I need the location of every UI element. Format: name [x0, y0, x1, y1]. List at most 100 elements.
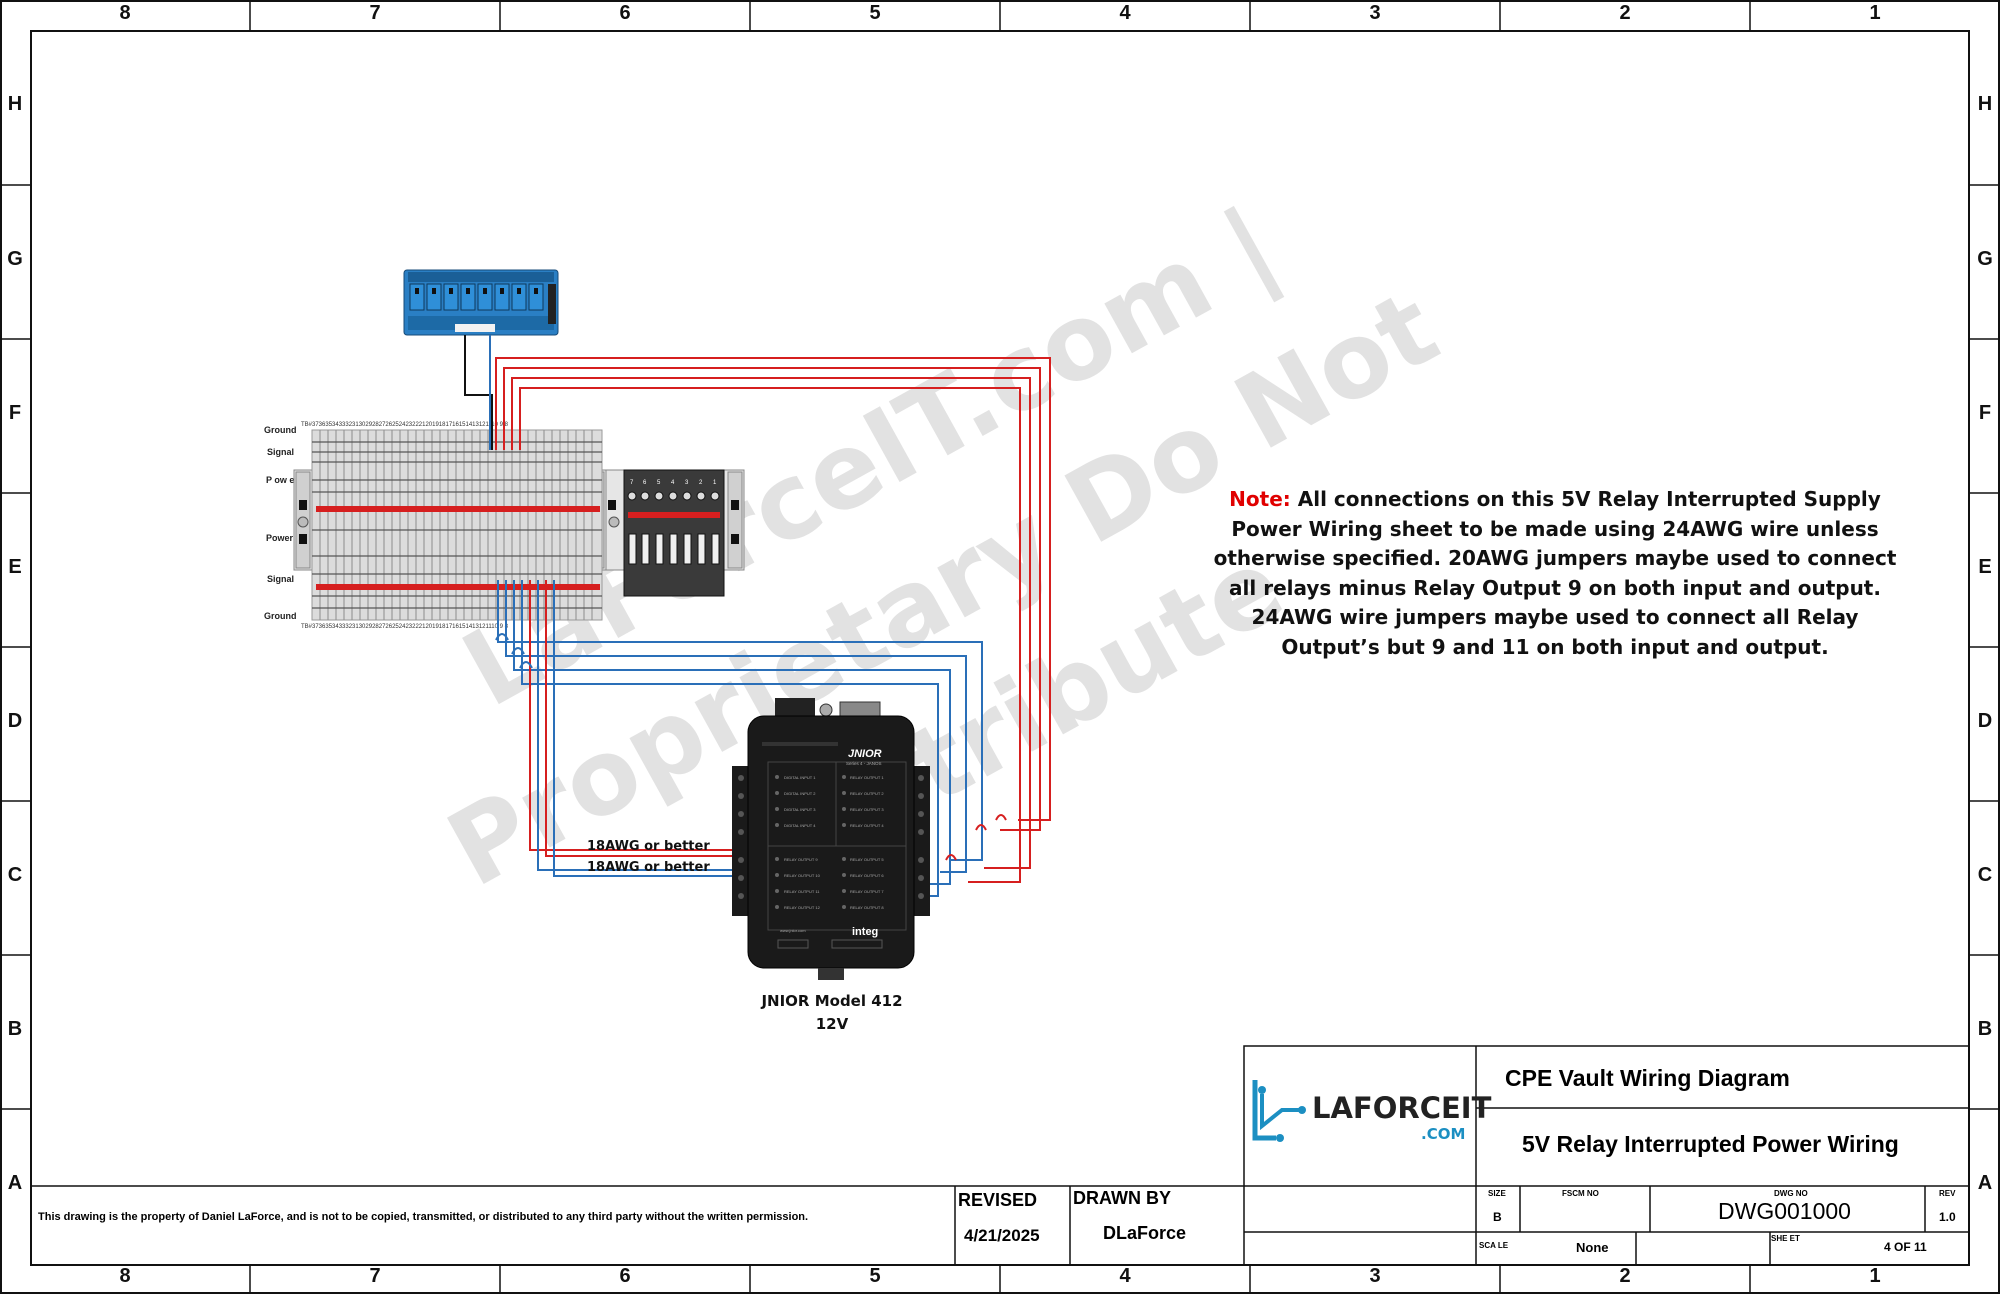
wire-label-2: 18AWG or better	[587, 860, 710, 875]
col-label-bottom: 2	[1619, 1265, 1630, 1287]
jnior-relay-out-4: RELAY OUTPUT 4	[850, 823, 884, 828]
col-label-top: 2	[1619, 2, 1630, 24]
jnior-relay-out-11: RELAY OUTPUT 11	[784, 889, 820, 894]
row-label-left: E	[8, 556, 21, 578]
size-label: SIZE	[1488, 1189, 1506, 1198]
fuse-num: 6	[643, 480, 647, 486]
fuse-block: 7 6 5 4 3 2 1	[605, 469, 745, 597]
row-label-left: A	[8, 1172, 22, 1194]
rev-label: REV	[1939, 1189, 1956, 1198]
jnior-url: www.jnior.com	[780, 928, 806, 933]
col-label-top: 6	[619, 2, 630, 24]
col-label-top: 5	[869, 2, 880, 24]
jnior-digital-input-1: DIGITAL INPUT 1	[784, 775, 816, 780]
row-label-left: C	[8, 864, 22, 886]
row-label-right: B	[1978, 1018, 1992, 1040]
dwg-no: DWG001000	[1718, 1198, 1851, 1224]
col-label-bottom: 6	[619, 1265, 630, 1287]
col-label-bottom: 5	[869, 1265, 880, 1287]
sheet-label: SHE ET	[1771, 1234, 1800, 1243]
tb-numbers-top: TB#3736353433323130292827262524232221201…	[301, 422, 509, 428]
wiring-note: Note: All connections on this 5V Relay I…	[1200, 485, 1910, 662]
jnior-series: Series 4 - JANOS	[846, 761, 882, 766]
tb-label-power-bottom: Power	[266, 533, 294, 543]
terminal-block: Ground Signal P ow er Power Signal Groun…	[264, 422, 607, 630]
jnior-maker: integ	[852, 926, 878, 938]
size-value: B	[1493, 1210, 1502, 1224]
jnior-caption-voltage: 12V	[816, 1015, 849, 1033]
fuse-num: 7	[630, 480, 634, 486]
col-label-bottom: 3	[1369, 1265, 1380, 1287]
logo-text: LAFORCEIT	[1312, 1091, 1492, 1125]
drawing-subtitle: 5V Relay Interrupted Power Wiring	[1522, 1131, 1899, 1157]
wiring	[464, 335, 1051, 897]
jnior-relay-out-5: RELAY OUTPUT 5	[850, 857, 884, 862]
jnior-digital-input-3: DIGITAL INPUT 3	[784, 807, 816, 812]
disclaimer-text: This drawing is the property of Daniel L…	[38, 1211, 808, 1223]
row-label-right: G	[1977, 248, 1993, 270]
note-text: All connections on this 5V Relay Interru…	[1213, 487, 1897, 659]
col-label-bottom: 7	[369, 1265, 380, 1287]
fuse-num: 3	[685, 480, 689, 486]
row-label-right: C	[1978, 864, 1992, 886]
col-label-bottom: 1	[1869, 1265, 1880, 1287]
col-label-bottom: 8	[119, 1265, 130, 1287]
row-label-left: H	[8, 93, 22, 115]
fuse-num: 2	[699, 480, 703, 486]
row-label-left: B	[8, 1018, 22, 1040]
jnior-relay-out-8: RELAY OUTPUT 8	[850, 905, 884, 910]
row-label-left: D	[8, 710, 22, 732]
jnior-controller: JNIOR Series 4 - JANOS DIGITAL INPUT 1 D…	[732, 698, 1007, 980]
disclaimer-line: This drawing is the property of Daniel L…	[38, 1211, 808, 1223]
jnior-relay-out-6: RELAY OUTPUT 6	[850, 873, 884, 878]
dwg-no-label: DWG NO	[1774, 1189, 1808, 1198]
tb-numbers-bottom: TB#3736353433323130292827262524232221201…	[301, 624, 509, 630]
scale-label: SCA LE	[1479, 1241, 1509, 1250]
jnior-digital-input-4: DIGITAL INPUT 4	[784, 823, 816, 828]
logo-sub: .COM	[1421, 1125, 1465, 1143]
row-label-right: F	[1979, 402, 1991, 424]
tb-label-signal-bottom: Signal	[267, 574, 294, 584]
fuse-num: 5	[657, 480, 661, 486]
tb-label-signal-top: Signal	[267, 447, 294, 457]
revised-date: 4/21/2025	[964, 1226, 1040, 1245]
relay-board	[403, 269, 559, 336]
col-label-top: 1	[1869, 2, 1880, 24]
col-label-top: 4	[1119, 2, 1131, 24]
jnior-relay-out-10: RELAY OUTPUT 10	[784, 873, 821, 878]
drawing-title: CPE Vault Wiring Diagram	[1505, 1065, 1790, 1091]
revised-label: REVISED	[958, 1190, 1037, 1210]
laforceit-logo: LAFORCEIT .COM	[1252, 1080, 1492, 1143]
title-block	[31, 1045, 1970, 1266]
col-label-bottom: 4	[1119, 1265, 1131, 1287]
scale-value: None	[1576, 1240, 1609, 1255]
row-label-right: H	[1978, 93, 1992, 115]
jnior-relay-out-3: RELAY OUTPUT 3	[850, 807, 884, 812]
jnior-relay-out-1: RELAY OUTPUT 1	[850, 775, 884, 780]
note-label: Note:	[1229, 487, 1291, 511]
tb-label-ground-bottom: Ground	[264, 611, 297, 621]
jnior-digital-input-2: DIGITAL INPUT 2	[784, 791, 816, 796]
jnior-relay-out-9: RELAY OUTPUT 9	[784, 857, 818, 862]
sheet-value: 4 OF 11	[1884, 1240, 1927, 1254]
row-label-right: E	[1978, 556, 1991, 578]
row-label-right: D	[1978, 710, 1992, 732]
row-label-right: A	[1978, 1172, 1992, 1194]
rev-value: 1.0	[1939, 1210, 1956, 1224]
row-label-left: F	[9, 402, 21, 424]
fuse-num: 4	[671, 480, 675, 486]
tb-label-power-top: P ow er	[266, 475, 298, 485]
col-label-top: 3	[1369, 2, 1380, 24]
col-label-top: 7	[369, 2, 380, 24]
jnior-relay-out-2: RELAY OUTPUT 2	[850, 791, 884, 796]
jnior-brand: JNIOR	[848, 748, 882, 760]
jnior-relay-out-7: RELAY OUTPUT 7	[850, 889, 884, 894]
fscm-label: FSCM NO	[1562, 1189, 1599, 1198]
row-label-left: G	[7, 248, 23, 270]
drawn-by-label: DRAWN BY	[1073, 1188, 1171, 1208]
jnior-relay-out-12: RELAY OUTPUT 12	[784, 905, 821, 910]
wire-label-1: 18AWG or better	[587, 839, 710, 854]
drawn-by: DLaForce	[1103, 1223, 1186, 1243]
fuse-num: 1	[713, 480, 717, 486]
